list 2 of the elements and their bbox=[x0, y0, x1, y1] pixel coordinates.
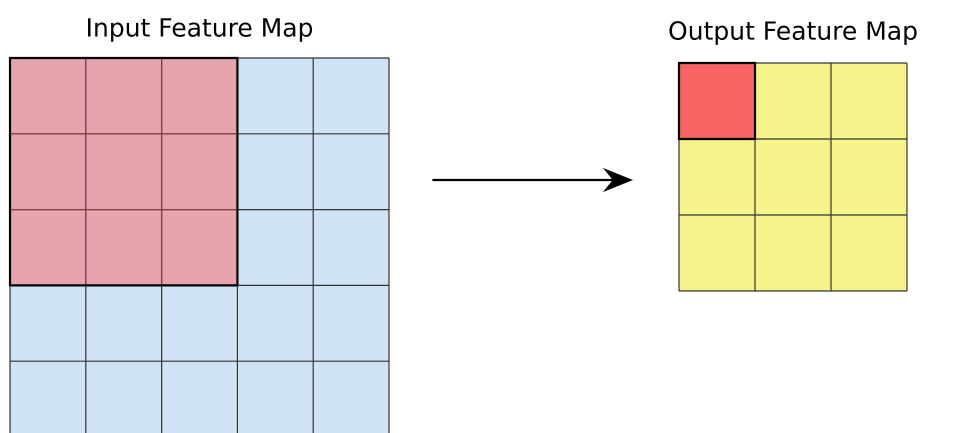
map-title: Input Feature Map bbox=[88, 18, 312, 42]
map-title: Output Feature Map bbox=[669, 21, 917, 45]
